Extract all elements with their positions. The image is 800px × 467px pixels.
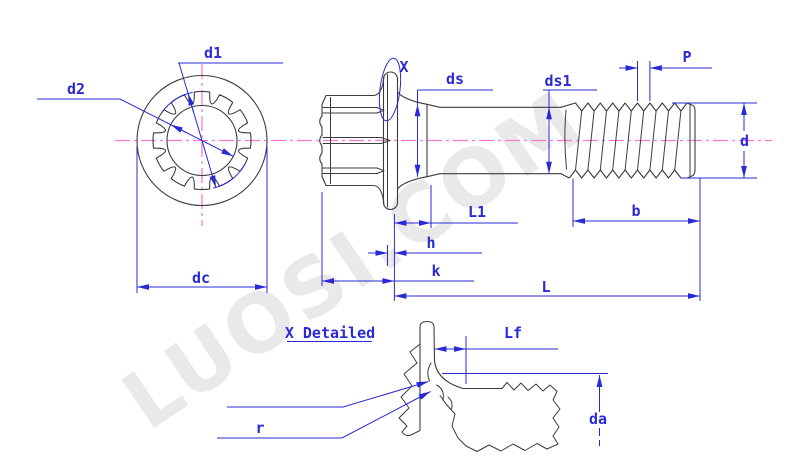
detail-shank-section: [439, 382, 561, 452]
dimension-dc: dc: [136, 146, 268, 293]
label-r: r: [255, 419, 264, 437]
dimension-k: k: [321, 192, 474, 286]
label-k: k: [431, 262, 440, 280]
label-d1: d1: [204, 44, 222, 62]
detail-flange-section: [419, 320, 503, 431]
dimension-lf: Lf: [434, 324, 558, 384]
head-inner-circle: [166, 104, 238, 177]
label-d2: d2: [67, 80, 85, 98]
label-b: b: [631, 202, 640, 220]
dimension-l1: L1: [394, 185, 518, 228]
label-da: da: [589, 410, 607, 428]
detail-view: X Detailed Lf da r: [217, 320, 608, 452]
dimension-l: L: [393, 214, 700, 301]
detail-ellipse: [378, 57, 402, 122]
side-view: X ds ds1 P d: [319, 48, 757, 301]
detail-callout-x: X: [378, 57, 409, 122]
dimension-b: b: [572, 178, 701, 301]
label-ds: ds: [446, 70, 464, 88]
dimension-d: d: [672, 102, 757, 179]
label-p: P: [682, 48, 691, 66]
front-view: d1 d2 dc: [37, 44, 283, 293]
label-lf: Lf: [504, 324, 522, 342]
dimension-ds1: ds1: [543, 72, 597, 174]
dimension-d1: d1: [161, 44, 283, 189]
dimension-r: r: [217, 381, 431, 439]
dimension-da: da: [442, 373, 608, 446]
label-d: d: [740, 132, 749, 150]
label-l1: L1: [468, 203, 486, 221]
dimension-h: h: [368, 234, 482, 266]
label-x: X: [399, 58, 408, 76]
shank: [396, 91, 562, 190]
label-h: h: [426, 234, 435, 252]
detail-break-line-left: [398, 343, 421, 437]
dimension-ds: ds: [414, 70, 493, 177]
dimension-p: P: [619, 48, 712, 101]
thread: [560, 102, 696, 179]
dimension-d2: d2: [37, 80, 234, 157]
flange-rim: [382, 71, 399, 211]
detail-fillet-arcs: [427, 362, 453, 410]
detail-title: X Detailed: [285, 324, 375, 342]
thread-flank-lines: [564, 104, 691, 177]
label-dc: dc: [192, 269, 210, 287]
label-ds1: ds1: [544, 72, 571, 90]
label-l: L: [541, 278, 550, 296]
flange-outer-circle: [136, 74, 268, 207]
